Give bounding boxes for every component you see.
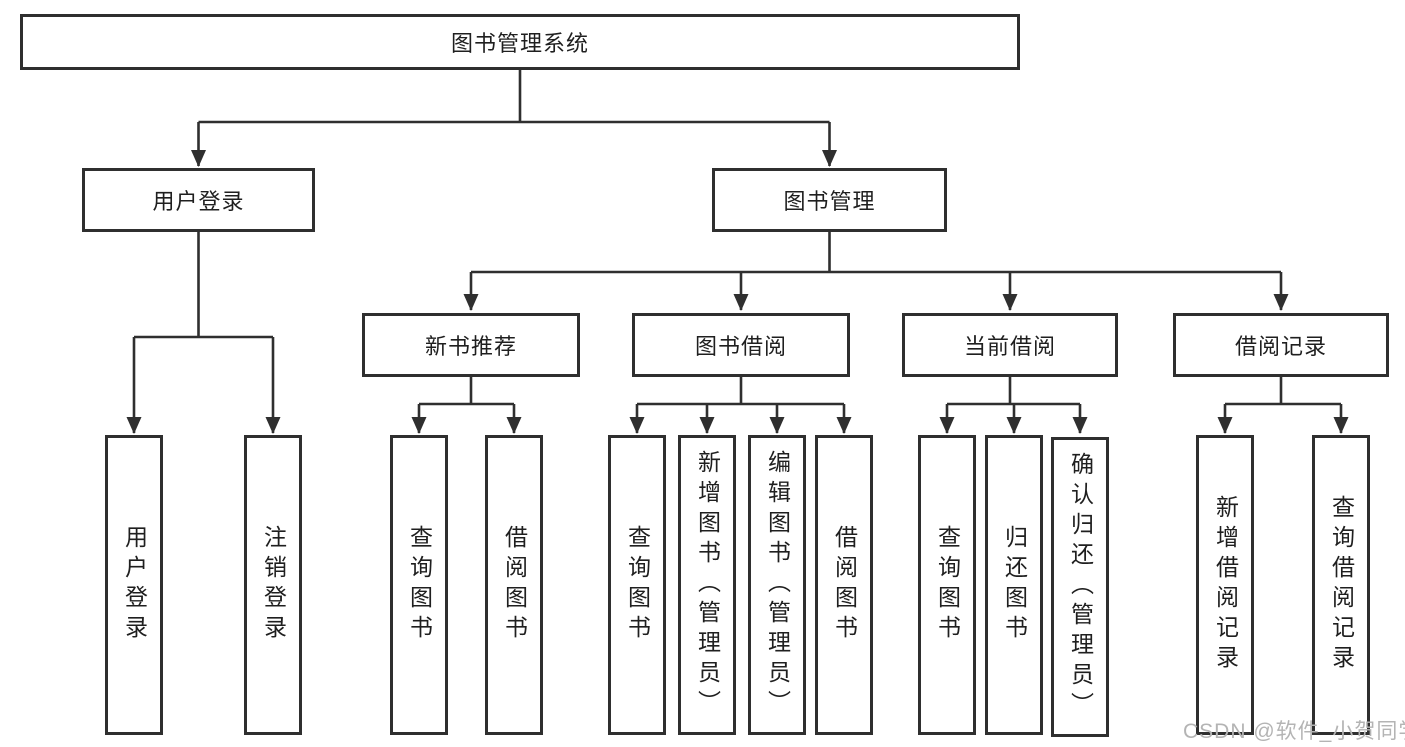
node-book-management: 图书管理 (712, 168, 947, 232)
csdn-watermark: CSDN @软件_小贺同学 (1183, 720, 1405, 743)
leaf-edit-book-admin: 编辑图书（管理员） (748, 435, 806, 735)
node-new-book-recommend: 新书推荐 (362, 313, 580, 377)
node-current-borrow: 当前借阅 (902, 313, 1118, 377)
leaf-return-book: 归还图书 (985, 435, 1043, 735)
leaf-query-borrow-record: 查询借阅记录 (1312, 435, 1370, 735)
leaf-add-book-admin: 新增图书（管理员） (678, 435, 736, 735)
node-borrow-records: 借阅记录 (1173, 313, 1389, 377)
leaf-borrow-books-1: 借阅图书 (485, 435, 543, 735)
leaf-logout: 注销登录 (244, 435, 302, 735)
node-user-login: 用户登录 (82, 168, 315, 232)
leaf-borrow-books-2: 借阅图书 (815, 435, 873, 735)
leaf-add-borrow-record: 新增借阅记录 (1196, 435, 1254, 735)
node-book-borrow: 图书借阅 (632, 313, 850, 377)
leaf-query-books-1: 查询图书 (390, 435, 448, 735)
node-root: 图书管理系统 (20, 14, 1020, 70)
leaf-query-books-2: 查询图书 (608, 435, 666, 735)
leaf-query-books-3: 查询图书 (918, 435, 976, 735)
tree-trunk-lines (134, 70, 1341, 406)
leaf-user-login: 用户登录 (105, 435, 163, 735)
leaf-confirm-return-admin: 确认归还（管理员） (1051, 437, 1109, 737)
